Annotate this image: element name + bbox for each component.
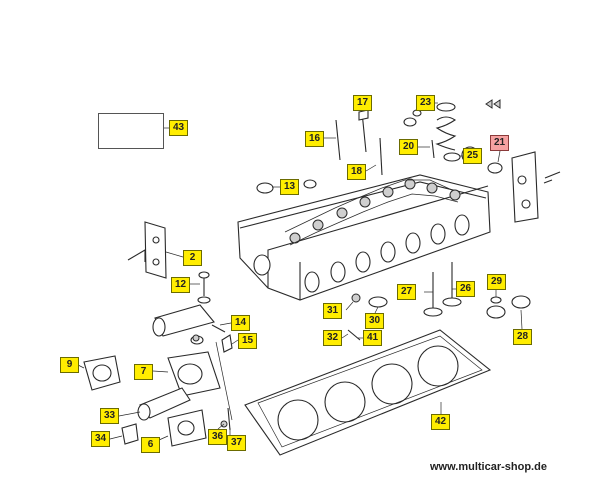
- callout-33[interactable]: 33: [100, 408, 119, 424]
- water-pipe-drawing: [152, 304, 233, 353]
- callout-15[interactable]: 15: [238, 333, 257, 349]
- callout-31[interactable]: 31: [323, 303, 342, 319]
- bolt-drawing: [197, 271, 211, 304]
- stud-drawing: [335, 109, 435, 176]
- small-parts-drawing: [192, 293, 531, 431]
- valve-drawing: [423, 262, 462, 317]
- head-gasket-drawing: [244, 329, 492, 456]
- callout-9[interactable]: 9: [60, 357, 79, 373]
- callout-12[interactable]: 12: [171, 277, 190, 293]
- callout-21[interactable]: 21: [490, 135, 509, 151]
- callout-32[interactable]: 32: [323, 330, 342, 346]
- reference-box: [98, 113, 164, 149]
- callout-20[interactable]: 20: [399, 139, 418, 155]
- callout-42[interactable]: 42: [431, 414, 450, 430]
- small-gasket-drawing: [83, 355, 121, 391]
- thermostat-housing-drawing: [167, 351, 221, 397]
- callout-34[interactable]: 34: [91, 431, 110, 447]
- plug-drawing: [256, 179, 317, 194]
- lifting-bracket-drawing: [127, 221, 167, 279]
- callout-30[interactable]: 30: [365, 313, 384, 329]
- callout-43[interactable]: 43: [169, 120, 188, 136]
- callout-36[interactable]: 36: [208, 429, 227, 445]
- callout-37[interactable]: 37: [227, 435, 246, 451]
- callout-17[interactable]: 17: [353, 95, 372, 111]
- callout-13[interactable]: 13: [280, 179, 299, 195]
- cylinder-head-drawing: [237, 174, 491, 301]
- callout-27[interactable]: 27: [397, 284, 416, 300]
- callout-25[interactable]: 25: [463, 148, 482, 164]
- callout-28[interactable]: 28: [513, 329, 532, 345]
- bypass-pipe-drawing: [121, 387, 207, 447]
- callout-7[interactable]: 7: [134, 364, 153, 380]
- callout-2[interactable]: 2: [183, 250, 202, 266]
- callout-14[interactable]: 14: [231, 315, 250, 331]
- side-bracket-drawing: [511, 151, 561, 223]
- leader-lines: [77, 102, 523, 445]
- callout-29[interactable]: 29: [487, 274, 506, 290]
- callout-18[interactable]: 18: [347, 164, 366, 180]
- callout-26[interactable]: 26: [456, 281, 475, 297]
- callout-6[interactable]: 6: [141, 437, 160, 453]
- callout-23[interactable]: 23: [416, 95, 435, 111]
- callout-41[interactable]: 41: [363, 330, 382, 346]
- footer-url[interactable]: www.multicar-shop.de: [430, 461, 547, 473]
- callout-16[interactable]: 16: [305, 131, 324, 147]
